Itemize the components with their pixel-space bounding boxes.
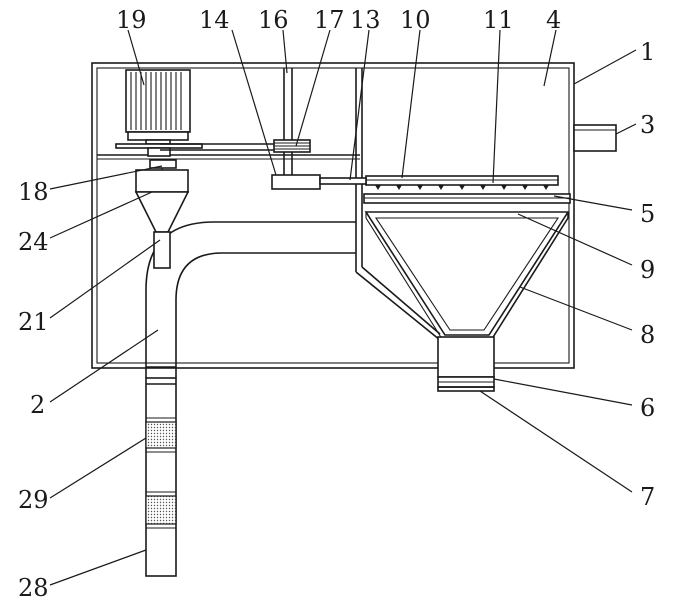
label-10: 10 <box>400 6 431 34</box>
reference-labels: 19 14 16 17 13 10 11 4 1 3 5 9 8 6 7 18 … <box>18 6 655 602</box>
label-5: 5 <box>640 200 655 228</box>
inlet-pipe <box>573 124 617 152</box>
nozzle-row <box>375 185 549 190</box>
label-18: 18 <box>18 178 49 206</box>
label-7: 7 <box>640 483 655 511</box>
label-19: 19 <box>116 6 147 34</box>
label-4: 4 <box>546 6 561 34</box>
main-housing <box>91 62 575 369</box>
label-13: 13 <box>350 6 381 34</box>
spray-nozzle <box>480 185 486 190</box>
upper-partition <box>97 154 360 160</box>
spray-nozzle <box>375 185 381 190</box>
filter-screen <box>363 193 571 204</box>
leader-lines <box>49 29 637 586</box>
spray-distributor <box>365 175 559 190</box>
label-28: 28 <box>18 574 49 602</box>
label-11: 11 <box>483 6 514 34</box>
label-16: 16 <box>258 6 289 34</box>
label-14: 14 <box>199 6 230 34</box>
spray-nozzle <box>501 185 507 190</box>
gearbox <box>271 174 367 190</box>
spray-nozzle <box>459 185 465 190</box>
spray-nozzle <box>396 185 402 190</box>
lower-suction-pipe <box>145 377 177 577</box>
label-6: 6 <box>640 394 655 422</box>
spray-nozzle <box>522 185 528 190</box>
label-2: 2 <box>30 391 45 419</box>
label-21: 21 <box>18 308 49 336</box>
label-3: 3 <box>640 111 655 139</box>
discharge-outlet <box>437 336 495 392</box>
spray-nozzle <box>417 185 423 190</box>
vertical-shaft <box>273 68 311 175</box>
spray-nozzle <box>438 185 444 190</box>
motor <box>125 69 191 145</box>
label-24: 24 <box>18 228 49 256</box>
screen-section-lower <box>145 495 177 525</box>
motor-fins <box>130 72 182 130</box>
label-8: 8 <box>640 321 655 349</box>
cyclone-separator <box>134 159 190 269</box>
label-29: 29 <box>18 486 49 514</box>
label-9: 9 <box>640 256 655 284</box>
label-17: 17 <box>314 6 345 34</box>
spray-nozzle <box>543 185 549 190</box>
suction-duct <box>145 221 356 378</box>
collecting-hopper <box>364 211 570 343</box>
label-1: 1 <box>640 38 655 66</box>
right-chamber-wall <box>355 68 441 341</box>
screen-section-upper <box>145 421 177 449</box>
